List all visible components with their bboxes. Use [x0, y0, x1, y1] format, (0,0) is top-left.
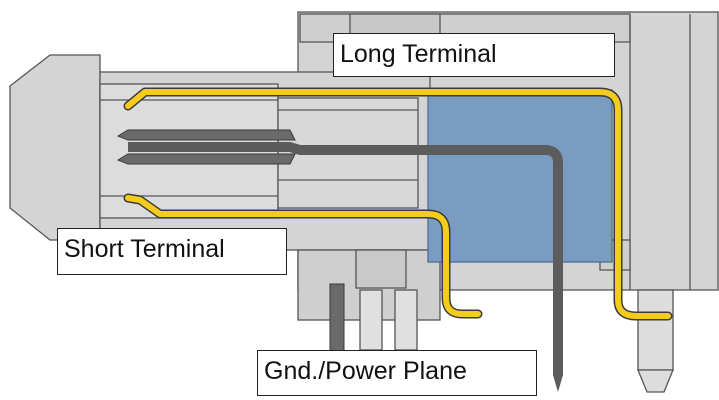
ground-terminal-tip — [553, 375, 563, 392]
long-terminal-label: Long Terminal — [333, 33, 615, 77]
ground-terminal-path — [128, 142, 563, 375]
insulator-insert — [427, 89, 613, 263]
plane-pins — [116, 129, 345, 365]
gnd-power-plane-label: Gnd./Power Plane — [257, 350, 537, 396]
short-terminal-label: Short Terminal — [57, 228, 287, 275]
